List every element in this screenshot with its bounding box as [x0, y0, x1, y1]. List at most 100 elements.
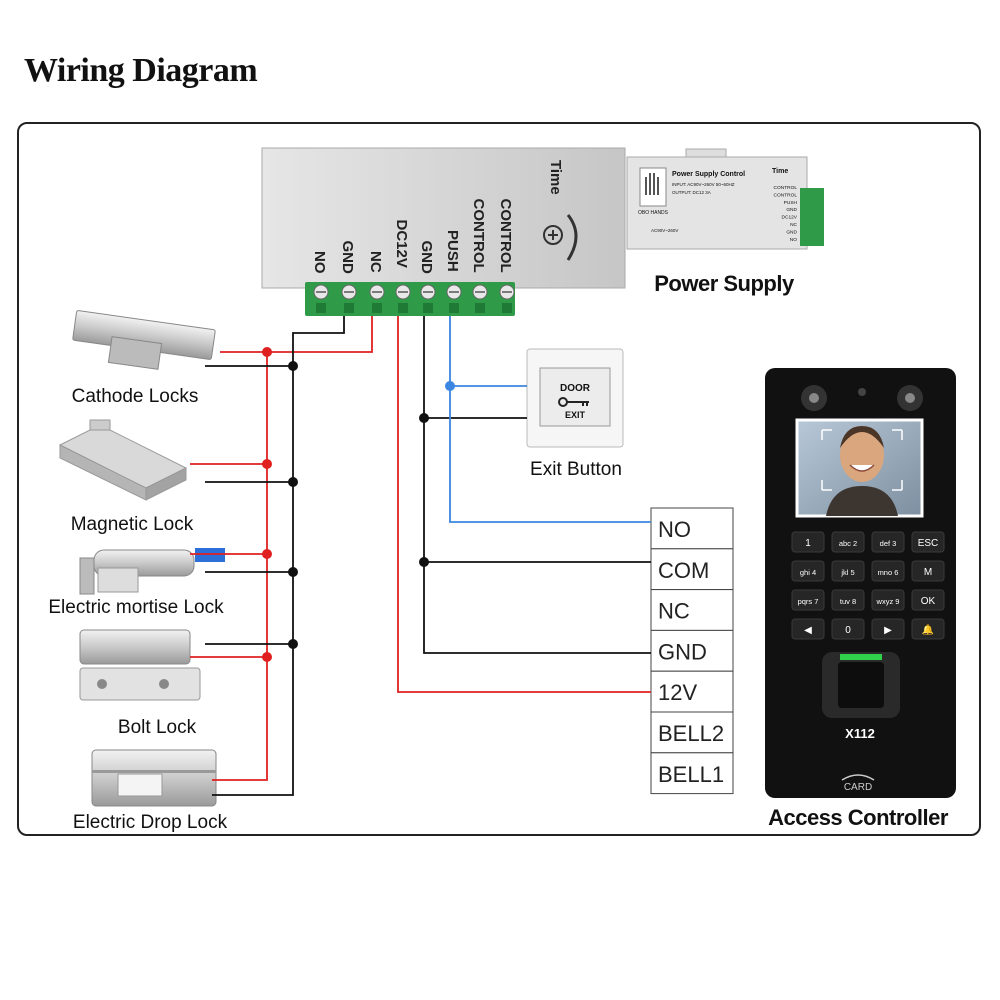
ps-thumb-brand: Time [772, 168, 788, 175]
terminal-label-5: PUSH [444, 230, 461, 272]
keypad-key[interactable]: mno 6 [871, 560, 905, 582]
lock-label-0: Cathode Locks [72, 386, 199, 407]
keypad-key[interactable]: ghi 4 [791, 560, 825, 582]
red-wire-bus [212, 352, 268, 781]
wire-junction-dot [445, 381, 455, 391]
access-controller-label: Access Controller [768, 805, 949, 830]
terminal-block-label-6: BELL1 [658, 762, 724, 787]
keypad-key[interactable]: ◀ [791, 618, 825, 640]
controller-box-body [261, 147, 626, 289]
ps-thumb-terminal-7: NO [790, 237, 797, 243]
card-wave-icon [841, 774, 875, 781]
page-title: Wiring Diagram [24, 52, 258, 89]
svg-text:0: 0 [845, 625, 851, 636]
keypad-key[interactable]: def 3 [871, 531, 905, 553]
controller-card-text: CARD [844, 782, 872, 793]
terminal-socket [316, 303, 326, 313]
wire-junction-dot [262, 347, 272, 357]
ps-thumb-terminal-0: CONTROL [774, 185, 798, 191]
terminal-socket [502, 303, 512, 313]
keypad-key[interactable]: ▶ [871, 618, 905, 640]
svg-text:ghi 4: ghi 4 [800, 568, 816, 577]
terminal-label-4: GND [418, 241, 435, 275]
terminal-cell [650, 507, 734, 550]
keypad-key[interactable]: pqrs 7 [791, 589, 825, 611]
svg-text:OK: OK [921, 596, 936, 607]
drop-lock-image [91, 749, 217, 807]
wire-junction-dot [262, 549, 272, 559]
wire-junction-dot [288, 477, 298, 487]
ps-thumb-terminal-3: GND [786, 207, 797, 213]
wire-junction-dot [419, 413, 429, 423]
keypad-key[interactable]: abc 2 [831, 531, 865, 553]
terminal-label-0: NO [311, 251, 328, 274]
ps-thumb-output: OUTPUT: DC12 3A [672, 190, 711, 195]
mortise-lock-image [79, 548, 225, 595]
controller-brand: Time [547, 160, 564, 195]
power-supply-label: Power Supply [654, 271, 795, 296]
terminal-label-3: DC12V [393, 220, 410, 268]
terminal-socket [344, 303, 354, 313]
controller-terminal-strip [305, 282, 515, 316]
keypad-key[interactable]: 0 [831, 618, 865, 640]
cathode-lock-image [72, 310, 216, 370]
lock-label-4: Electric Drop Lock [73, 812, 228, 833]
exit-button-bottom-text: EXIT [565, 410, 586, 420]
fingerprint-sensor-icon[interactable] [838, 662, 884, 708]
svg-text:1: 1 [805, 538, 811, 549]
black-wire-gnd-bus [212, 316, 345, 796]
diagram-frame [17, 122, 981, 836]
wire-junction-dot [288, 639, 298, 649]
wires [190, 316, 651, 796]
terminal-label-6: CONTROL [470, 199, 487, 273]
magnetic-lock-image [58, 419, 188, 501]
terminal-cell [650, 548, 734, 591]
keypad-key[interactable]: jkl 5 [831, 560, 865, 582]
keypad-key[interactable]: M [911, 560, 945, 582]
keypad-key[interactable]: OK [911, 589, 945, 611]
terminal-block-label-3: GND [658, 639, 707, 664]
ps-thumb-rating: AC90V~260V [651, 228, 678, 233]
terminal-label-7: CONTROL [497, 199, 514, 273]
keypad-key[interactable]: 🔔 [911, 618, 945, 640]
keypad-key[interactable]: wxyz 9 [871, 589, 905, 611]
terminal-cell [650, 629, 734, 672]
camera-center-icon [858, 388, 866, 396]
keypad-key[interactable]: ESC [911, 531, 945, 553]
ps-thumb-logo: OBO HANDS [638, 210, 669, 216]
svg-text:tuv 8: tuv 8 [840, 597, 856, 606]
keypad-key[interactable]: 1 [791, 531, 825, 553]
controller-model: X112 [845, 726, 875, 741]
controller-logo-icon [543, 214, 578, 261]
controller-screws [313, 284, 515, 313]
red-wire-dc12v-to-12v [397, 316, 651, 693]
svg-text:wxyz 9: wxyz 9 [876, 597, 900, 606]
terminal-label-2: NC [367, 251, 384, 273]
ps-thumb-terminal-1: CONTROL [774, 192, 798, 198]
terminal-cell [650, 752, 734, 795]
face-avatar-icon [821, 426, 903, 516]
keypad-key[interactable]: tuv 8 [831, 589, 865, 611]
wire-junction-dot [288, 567, 298, 577]
terminal-block-label-0: NO [658, 517, 691, 542]
exit-button-device: DOOR EXIT Exit Button [526, 348, 624, 480]
svg-text:pqrs 7: pqrs 7 [798, 597, 819, 606]
ps-thumb-terminal-4: DC12V [782, 215, 798, 221]
black-wire-gnd-to-gnd [423, 316, 651, 654]
svg-text:🔔: 🔔 [922, 624, 934, 636]
ps-thumb-terminal-2: PUSH [784, 200, 798, 206]
svg-text:▶: ▶ [884, 625, 892, 636]
lock-label-3: Bolt Lock [118, 717, 197, 738]
terminal-socket [398, 303, 408, 313]
terminal-cell [650, 711, 734, 754]
key-icon [558, 397, 589, 407]
exit-button-face [539, 367, 611, 427]
